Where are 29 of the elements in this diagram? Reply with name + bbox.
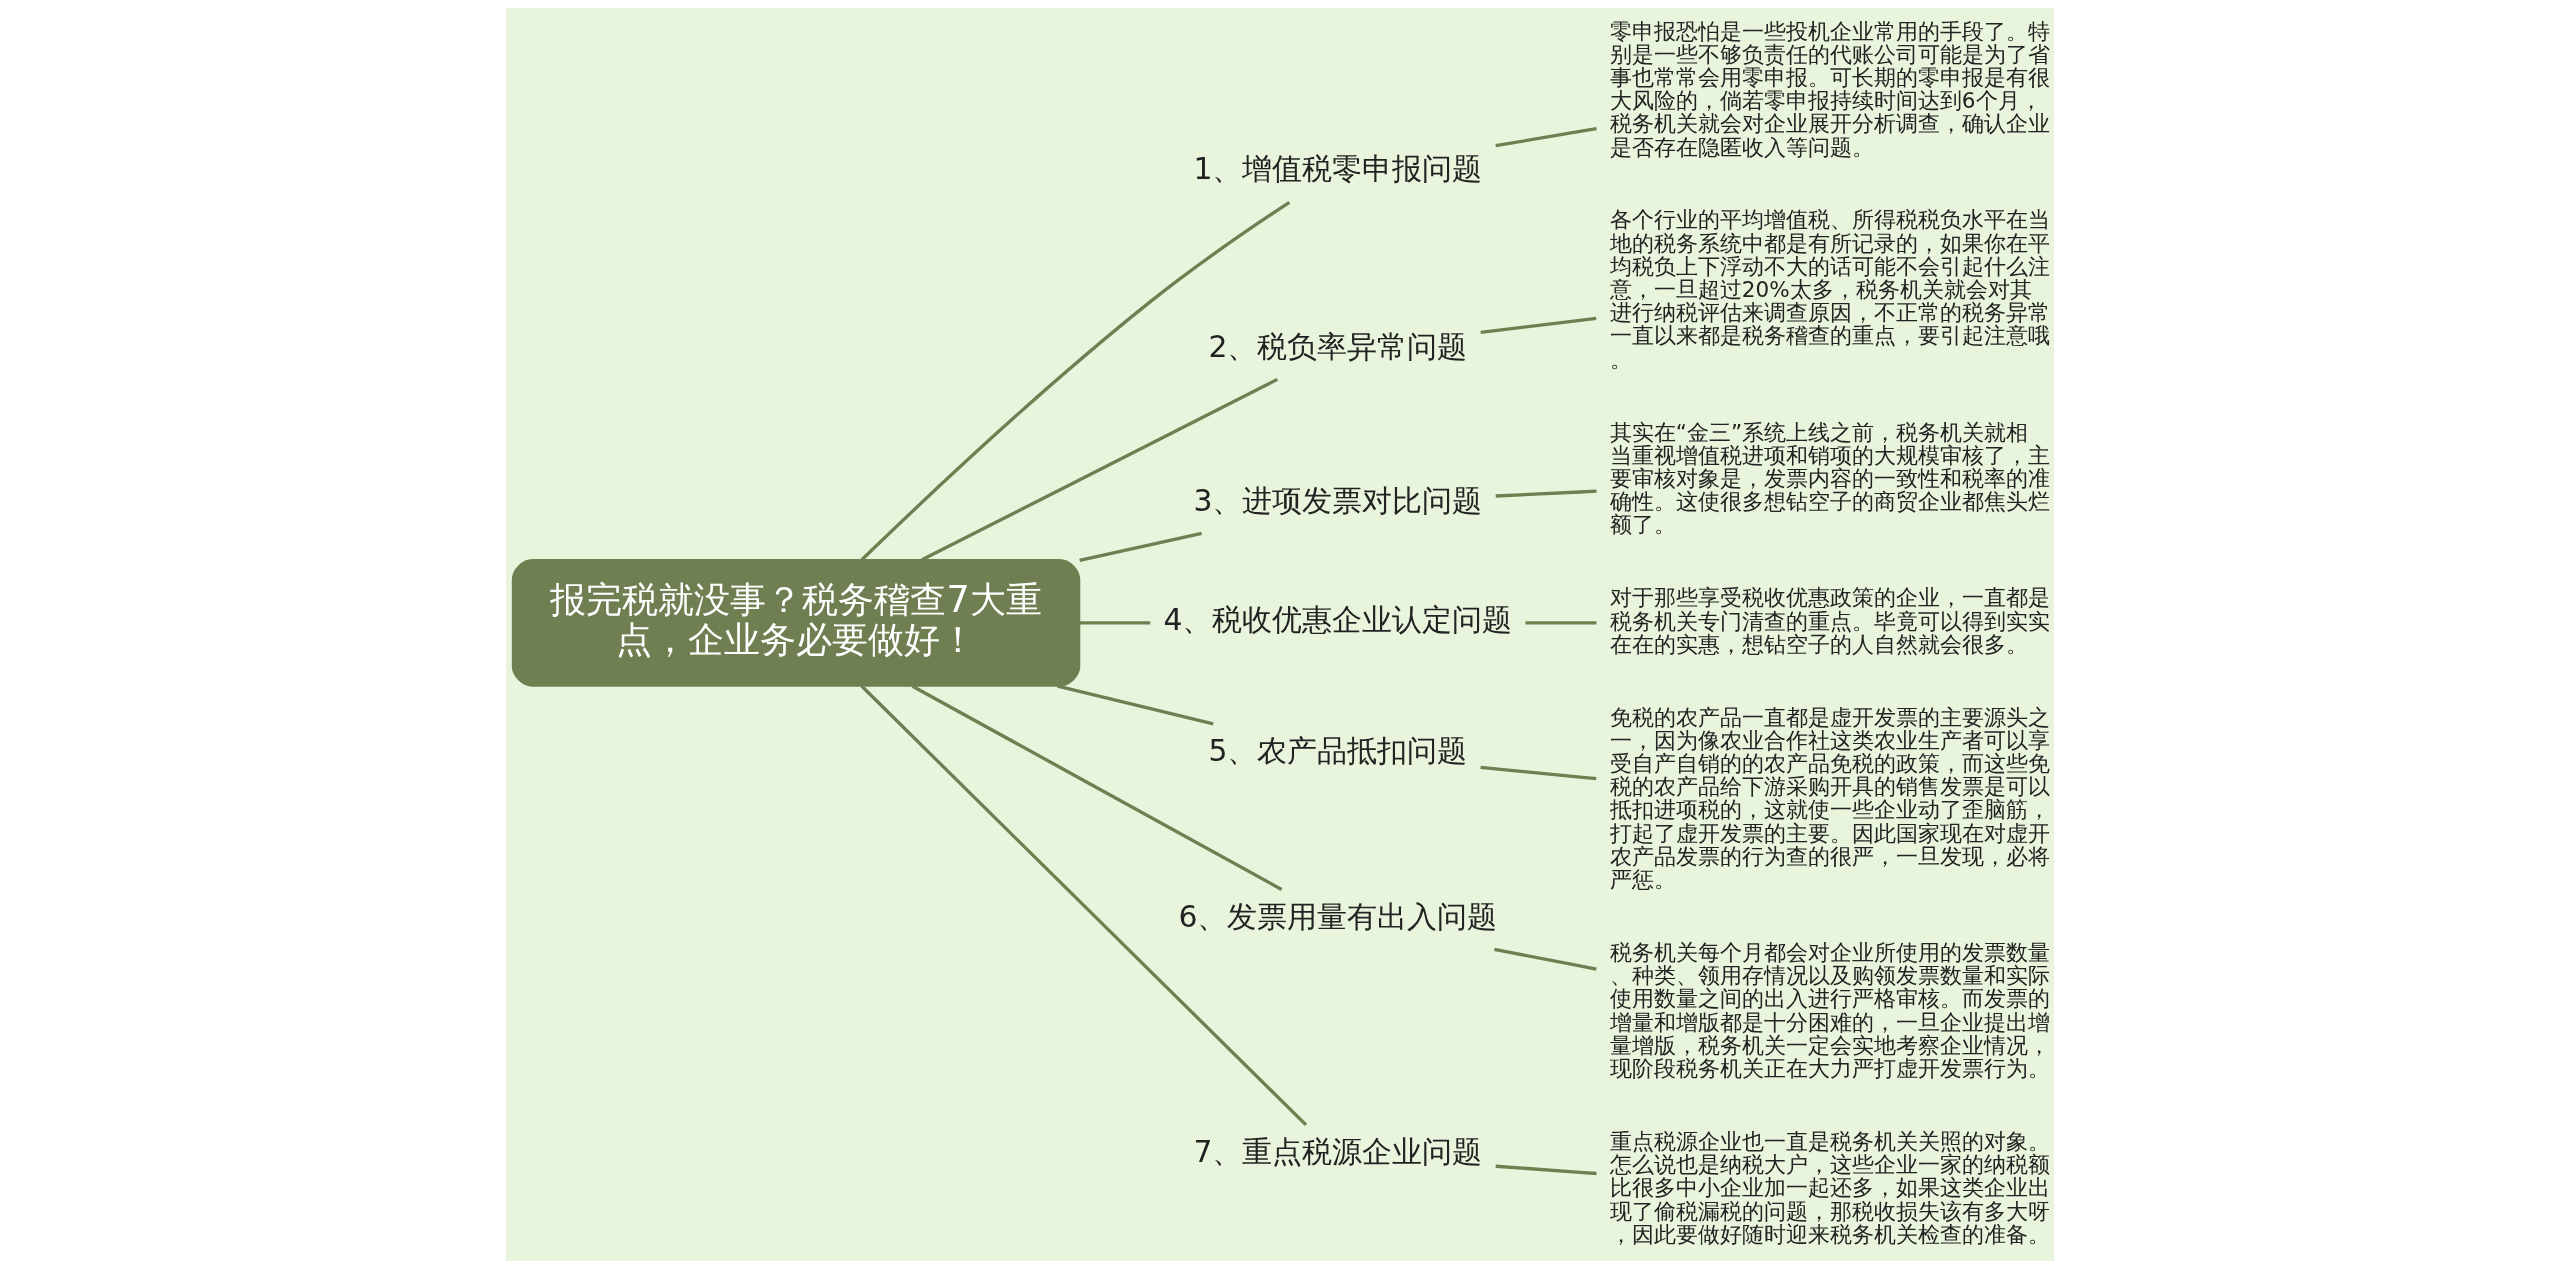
node-text: 3、进项发票对比问题 xyxy=(1193,482,1483,518)
connector xyxy=(1079,531,1203,563)
node-text: 其实在“金三”系统上线之前，税务机关就相当重视增值税进项和销项的大规模审核了，主要审核对象是，发票内容的一致性和税率的准确性。这使很多想钻空子的商贸企业都焦头烂额了。 xyxy=(1609,419,2050,538)
connector xyxy=(1480,316,1597,335)
connector xyxy=(921,377,1279,562)
connector xyxy=(1079,621,1151,625)
node-text: 7、重点税源企业问题 xyxy=(1193,1134,1483,1170)
node-text: 1、增值税零申报问题 xyxy=(1193,151,1483,187)
node-box: 报完税就没事？税务稽查7大重点，企业务必要做好！ xyxy=(511,559,1081,687)
connector xyxy=(1494,947,1597,971)
node-text: 4、税收优惠企业认定问题 xyxy=(1163,602,1513,638)
connector xyxy=(1495,489,1597,498)
node-text: 零申报恐怕是一些投机企业常用的手段了。特别是一些不够负责任的代账公司可能是为了省事也常常会用零申报。可长期的零申报是有很大风险的，倘若零申报持续时间达到6个月，税务机关就会对企业展开分析调查，确认企业是否存在隐匿收入等问题。 xyxy=(1609,18,2050,160)
connector xyxy=(1480,765,1597,781)
node-text: 2、税负率异常问题 xyxy=(1208,328,1468,364)
connector xyxy=(1525,621,1597,625)
node-text: 5、农产品抵扣问题 xyxy=(1208,733,1468,769)
connector xyxy=(911,684,1283,891)
node-text: 重点税源企业也一直是税务机关关照的对象。怎么说也是纳税大户，这些企业一家的纳税额比很多中小企业加一起还多，如果这类企业出现了偷税漏税的问题，那税收损失该有多大呀，因此要做好随时迎来税务机关检查的准备。 xyxy=(1609,1128,2050,1247)
connector xyxy=(1495,127,1597,148)
node-text: 对于那些享受税收优惠政策的企业，一直都是税务机关专门清查的重点。毕竟可以得到实实在在的实惠，想钻空子的人自然就会很多。 xyxy=(1609,585,2050,657)
connector xyxy=(860,684,1308,1127)
connector xyxy=(860,200,1291,561)
node-text: 免税的农产品一直都是虚开发票的主要源头之一，因为像农业合作社这类农业生产者可以享受自产自销的的农产品免税的政策，而这些免税的农产品给下游采购开具的销售发票是可以抵扣进项税的，这就使一些企业动了歪脑筋，打起了虚开发票的主要。因此国家现在对虚开农产品发票的行为查的很严，一旦发现，必将严惩。 xyxy=(1609,704,2050,893)
node-text: 各个行业的平均增值税、所得税税负水平在当地的税务系统中都是有所记录的，如果你在平均税负上下浮动不大的话可能不会引起什么注意，一旦超过20%太多，税务机关就会对其进行纳税评估来调查原因，不正常的税务异常一直以来都是税务稽查的重点，要引起注意哦。 xyxy=(1609,207,2050,372)
connector xyxy=(1495,1164,1597,1176)
connector xyxy=(1057,684,1214,726)
node-text: 税务机关每个月都会对企业所使用的发票数量、种类、领用存情况以及购领发票数量和实际使用数量之间的出入进行严格审核。而发票的增量和增版都是十分困难的，一旦企业提出增量增版，税务机关一定会实地考察企业情况，现阶段税务机关正在大力严打虚开发票行为。 xyxy=(1609,940,2050,1082)
node-text: 6、发票用量有出入问题 xyxy=(1178,898,1498,934)
